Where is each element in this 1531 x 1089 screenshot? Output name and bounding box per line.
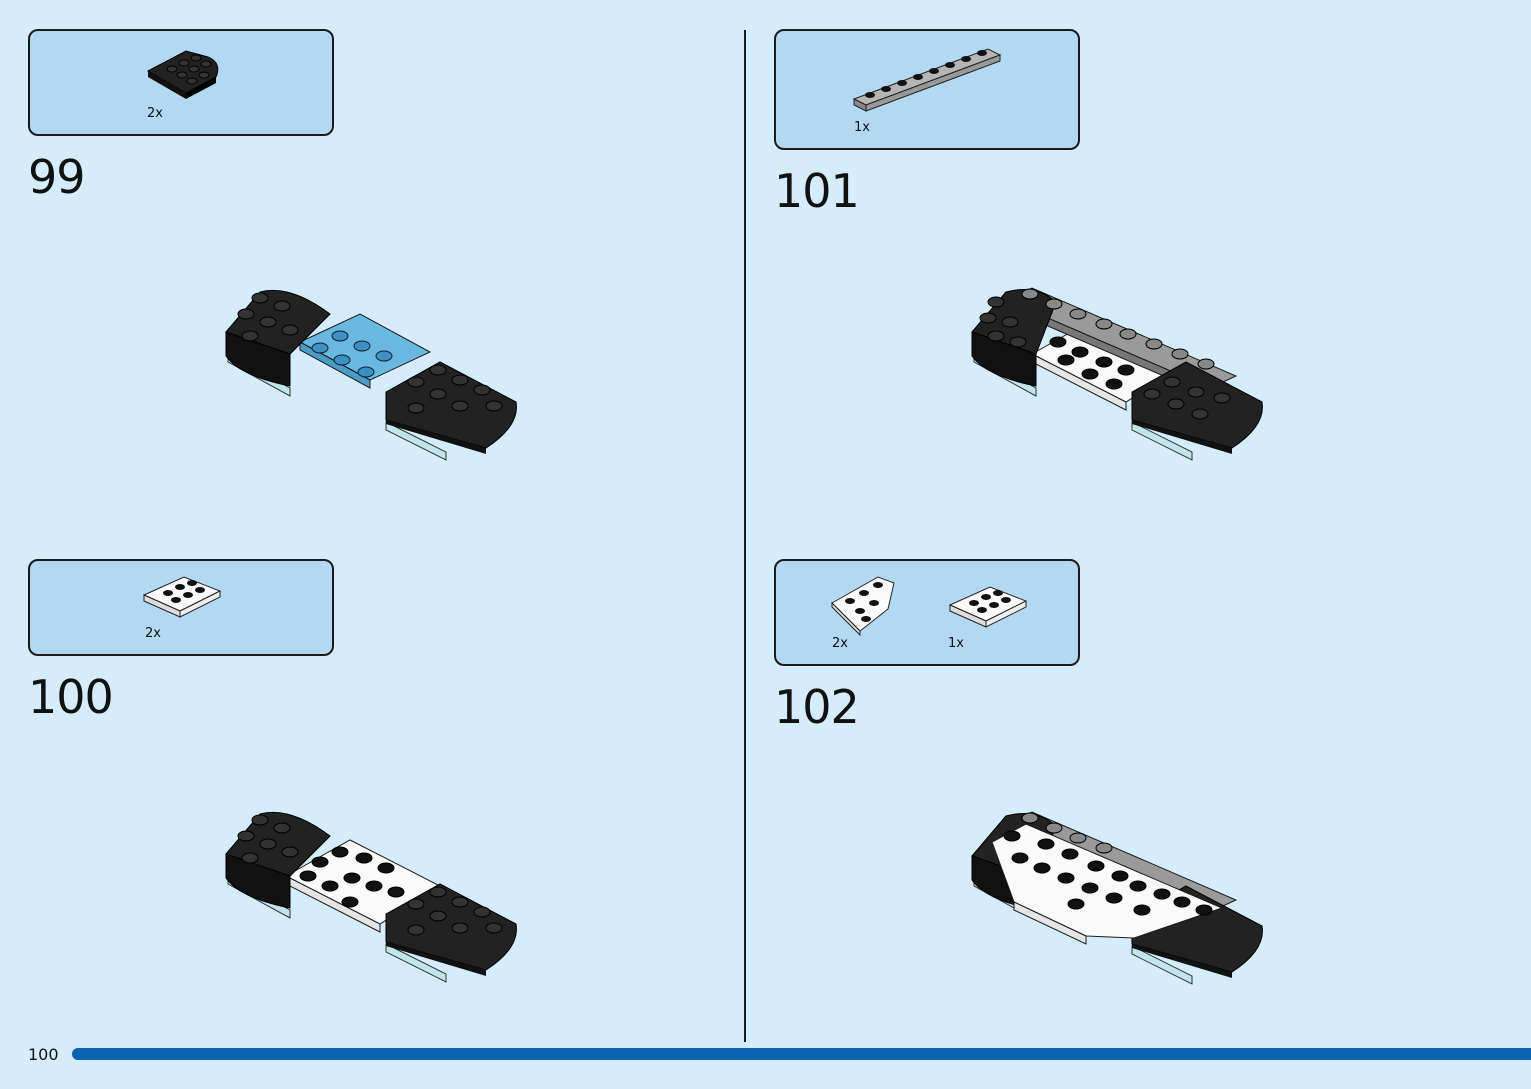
page-number: 100	[28, 1045, 59, 1064]
parts-box-step-100: 2x	[28, 559, 334, 656]
step-number: 99	[28, 154, 85, 200]
step-99-model	[220, 284, 530, 464]
parts-box-step-101: 1x	[774, 29, 1080, 150]
part-quantity: 1x	[948, 636, 964, 651]
step-100-model	[220, 806, 530, 986]
parts-box-step-102: 2x 1x	[774, 559, 1080, 666]
parts-box-step-99: 2x	[28, 29, 334, 136]
step-102-model	[966, 806, 1276, 986]
step-number: 102	[774, 684, 859, 730]
part-quantity: 2x	[832, 636, 848, 651]
progress-bar	[72, 1048, 1531, 1060]
white-plate-icon	[946, 583, 1036, 633]
step-number: 101	[774, 168, 859, 214]
part-quantity: 2x	[145, 626, 161, 641]
page-divider	[744, 30, 746, 1042]
grey-long-plate-icon	[852, 45, 1012, 115]
part-quantity: 1x	[854, 120, 870, 135]
step-101-model	[966, 282, 1276, 462]
part-quantity: 2x	[147, 106, 163, 121]
step-number: 100	[28, 674, 113, 720]
black-rounded-plate-icon	[142, 43, 232, 103]
white-plate-icon	[140, 573, 230, 623]
white-wedge-plate-icon	[828, 573, 908, 638]
